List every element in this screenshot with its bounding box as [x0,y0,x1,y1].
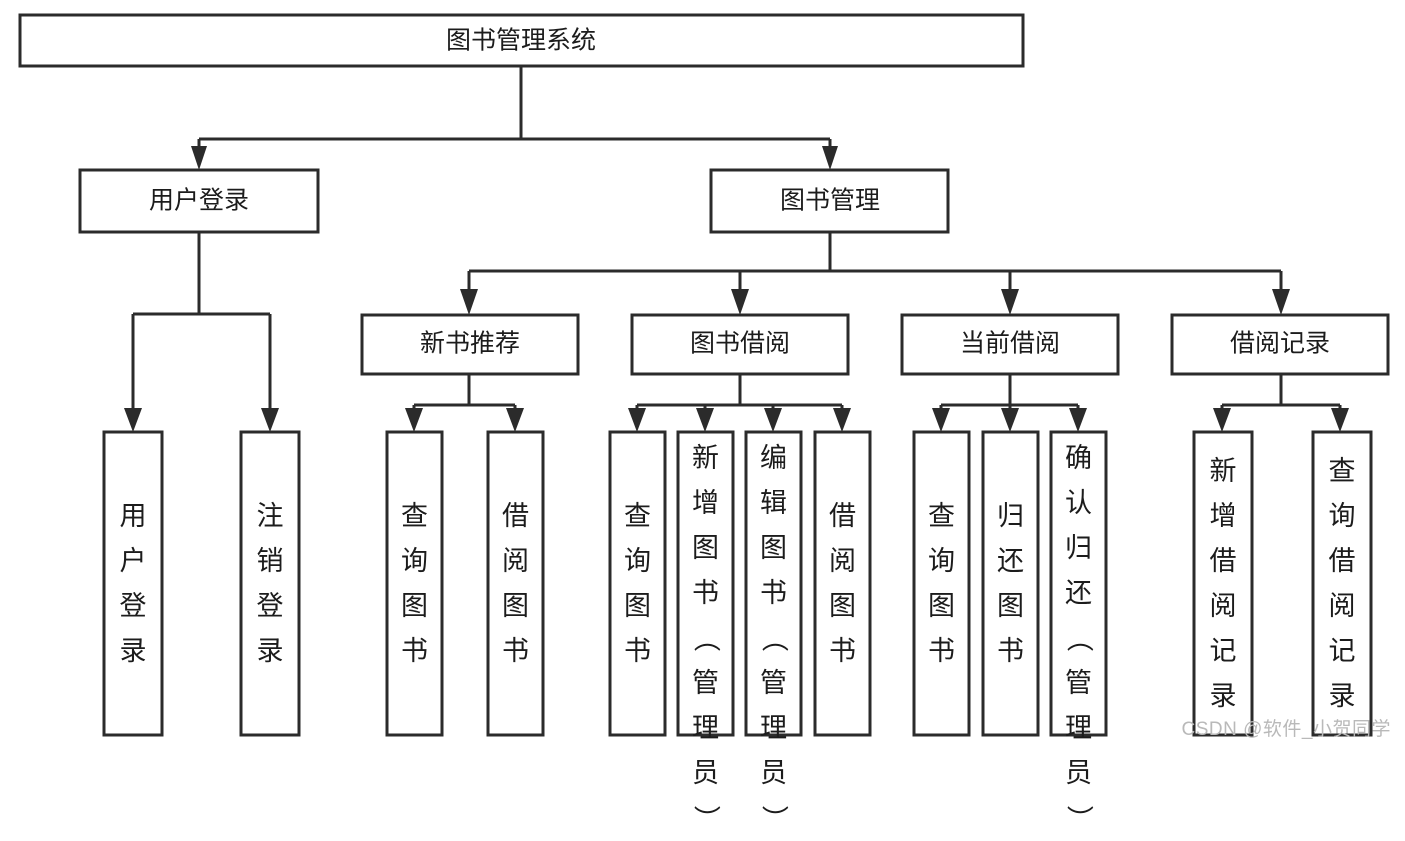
node-current-borrow-label: 当前借阅 [960,330,1060,358]
edges-layer [124,66,1349,432]
node-leaf-add-book[interactable] [676,430,735,737]
leaf-label-char: 员 [1065,758,1092,788]
node-leaf-logout-box[interactable] [239,430,301,737]
arrow-head-leaf-borrow-book-1 [506,408,524,432]
node-leaf-user-login[interactable] [102,430,164,737]
node-leaf-borrow-book-2[interactable] [813,430,872,737]
node-leaf-logout[interactable] [239,430,301,737]
node-book-borrow-box[interactable] [630,313,850,376]
node-user-login-box[interactable] [78,168,320,234]
leaf-label-char: 员 [692,758,719,788]
arrow-head-book-manage [822,146,838,170]
node-leaf-edit-book-box[interactable] [744,430,803,737]
node-book-borrow[interactable]: 图书借阅 [630,313,850,376]
arrow-head-leaf-query-record [1331,408,1349,432]
arrow-head-leaf-confirm-return [1069,408,1087,432]
node-leaf-query-book-3[interactable] [912,430,971,737]
node-leaf-confirm-return-box[interactable] [1049,430,1108,737]
node-book-borrow-label: 图书借阅 [690,330,790,358]
node-new-book-rec-label: 新书推荐 [420,330,520,358]
flowchart-diagram: 图书管理系统 用户登录 图书管理 新书推荐 图书借阅 当前借阅 借阅记录 [18,13,1390,832]
node-book-manage-box[interactable] [709,168,950,234]
node-user-login[interactable]: 用户登录 [78,168,320,234]
arrow-head-leaf-edit-book [764,408,782,432]
node-leaf-query-book-2-box[interactable] [608,430,667,737]
arrow-head-book-borrow [731,289,749,315]
node-leaf-query-book-1-box[interactable] [385,430,444,737]
node-leaf-query-record-box[interactable] [1311,430,1373,737]
node-leaf-query-book-3-box[interactable] [912,430,971,737]
arrow-head-leaf-user-login [124,408,142,432]
arrow-head-leaf-logout [261,408,279,432]
node-root-box[interactable] [18,13,1025,68]
leaf-label-char: ） [759,805,789,832]
arrow-head-current-borrow [1001,289,1019,315]
node-leaf-query-book-1[interactable] [385,430,444,737]
arrow-head-leaf-add-book [696,408,714,432]
node-leaf-add-record[interactable] [1192,430,1254,737]
node-root[interactable]: 图书管理系统 [18,13,1025,68]
node-root-label: 图书管理系统 [446,27,596,55]
node-leaf-query-book-2[interactable] [608,430,667,737]
node-user-login-label: 用户登录 [149,187,249,215]
arrow-head-leaf-add-record [1213,408,1231,432]
arrow-head-leaf-borrow-book-2 [833,408,851,432]
node-leaf-query-record[interactable] [1311,430,1373,737]
arrow-head-leaf-query-book-1 [405,408,423,432]
node-borrow-record[interactable]: 借阅记录 [1170,313,1390,376]
node-current-borrow[interactable]: 当前借阅 [900,313,1120,376]
node-leaf-add-record-box[interactable] [1192,430,1254,737]
leaf-label-char: 员 [760,758,787,788]
node-leaf-add-book-box[interactable] [676,430,735,737]
node-borrow-record-label: 借阅记录 [1230,330,1330,358]
flowchart-svg: 图书管理系统 用户登录 图书管理 新书推荐 图书借阅 当前借阅 借阅记录 [18,13,1390,737]
arrow-head-leaf-return-book [1001,408,1019,432]
node-current-borrow-box[interactable] [900,313,1120,376]
leaf-label-char: ） [691,805,721,832]
arrow-head-leaf-query-book-2 [628,408,646,432]
node-leaf-borrow-book-1-box[interactable] [486,430,545,737]
node-new-book-rec-box[interactable] [360,313,580,376]
node-leaf-edit-book[interactable] [744,430,803,737]
node-borrow-record-box[interactable] [1170,313,1390,376]
arrow-head-leaf-query-book-3 [932,408,950,432]
node-book-manage[interactable]: 图书管理 [709,168,950,234]
arrow-head-user-login [191,146,207,170]
node-leaf-user-login-box[interactable] [102,430,164,737]
node-new-book-rec[interactable]: 新书推荐 [360,313,580,376]
node-leaf-borrow-book-1[interactable] [486,430,545,737]
node-book-manage-label: 图书管理 [780,187,880,215]
node-leaf-return-book-box[interactable] [981,430,1040,737]
arrow-head-new-book-rec [460,289,478,315]
node-leaf-borrow-book-2-box[interactable] [813,430,872,737]
node-leaf-confirm-return[interactable] [1049,430,1108,737]
leaf-label-char: ） [1064,805,1094,832]
arrow-head-borrow-record [1272,289,1290,315]
node-leaf-return-book[interactable] [981,430,1040,737]
